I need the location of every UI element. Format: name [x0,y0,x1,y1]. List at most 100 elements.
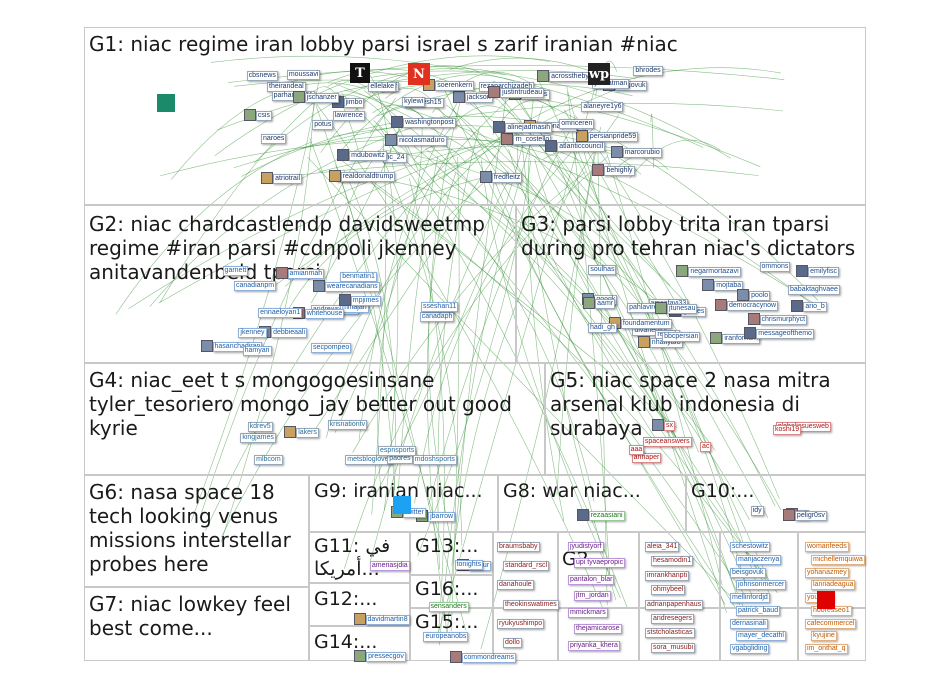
node-label[interactable]: jackson [464,93,493,104]
node-label[interactable]: secpompeo [311,343,352,354]
node-label[interactable]: aaa [628,445,645,456]
node-label[interactable]: jimbo [343,98,365,109]
node-label[interactable]: imrankhanpti [645,570,690,581]
node-label[interactable]: espnsports [378,446,417,457]
node-label[interactable]: pantalon_blar [568,574,615,585]
node-label[interactable]: omriceren [559,119,595,130]
node-label[interactable]: justintrudeau [500,87,545,98]
node-label[interactable]: marijaczenya [736,554,782,565]
node-label[interactable]: ohmybeel [651,585,686,596]
node-label[interactable]: jschanzer [304,93,339,104]
node-label[interactable]: schestowitz [730,542,771,552]
node-label[interactable]: negarmortazavi [688,267,741,278]
node-label[interactable]: cbsnews [246,71,278,82]
node-label[interactable]: realdonaldtrump [340,171,396,182]
node-label[interactable]: behighly [604,165,635,176]
node-label[interactable]: standard_rscl [503,561,550,572]
node-label[interactable]: metsbloglover [345,454,393,465]
node-label[interactable]: europeanobs [423,632,469,643]
node-label[interactable]: jkenney [238,327,267,338]
node-label[interactable]: garnett [222,266,249,277]
node-label[interactable]: sora_musubi [651,642,696,653]
node-label[interactable]: democracynow [726,300,779,311]
node-label[interactable]: ac [700,441,712,452]
node-label[interactable]: whitehouse [304,308,345,319]
node-label[interactable]: acrosstheby [549,72,591,83]
node-label[interactable]: im_onthat_q [805,644,848,655]
node-label[interactable]: lanriadeagua [811,580,856,591]
node-label[interactable]: lawrence [332,110,365,121]
node-label[interactable]: ryukyushimpo [497,618,545,629]
node-label[interactable]: mdoshsports [412,454,457,465]
node-label[interactable]: tonights [454,560,484,571]
node-label[interactable]: kdrev5 [247,421,273,432]
node-label[interactable]: marcorubio [622,147,662,158]
node-label[interactable]: csis [255,111,272,122]
node-label[interactable]: babaktaghvaee [788,284,840,295]
node-label[interactable]: hamyari [242,345,272,356]
node-label[interactable]: nicolasmaduro [397,136,447,147]
node-label[interactable]: rezaasiani [588,511,625,522]
node-label[interactable]: kylewi [402,97,426,108]
node-label[interactable]: cafecommercel [805,618,857,629]
node-label[interactable]: ststcholasticas [645,628,695,639]
node-label[interactable]: ommons [759,261,791,272]
node-label[interactable]: atlanticcouncil [557,142,606,153]
node-label[interactable]: womanfeeds [805,542,849,552]
node-label[interactable]: michellemquiwa [811,554,865,565]
node-label[interactable]: aamr [595,299,616,310]
node-label[interactable]: priyanka_khera [568,640,620,651]
node-label[interactable]: beisgovuk [730,567,766,578]
node-label[interactable]: ellelake [368,82,397,93]
node-label[interactable]: nc_24 [383,152,407,163]
node-label[interactable]: atriotrail [273,173,303,184]
node-label[interactable]: jyudistyorf [568,542,604,552]
node-label[interactable]: emilyfisc [808,266,839,277]
node-label[interactable]: mayer_decathl [736,631,786,642]
node-label[interactable]: lakers [296,428,319,439]
node-label[interactable]: alaneyre1y6 [581,101,624,112]
node-label[interactable]: pressecgov [366,652,406,663]
node-label[interactable]: kyujine [811,631,837,642]
node-label[interactable]: ameriasjdia [369,561,410,572]
node-label[interactable]: theokinswatimes [503,599,559,610]
node-label[interactable]: spaceanswers [642,437,692,448]
node-label[interactable]: wearecanadians [324,281,380,292]
node-label[interactable]: sx [664,421,675,432]
node-label[interactable]: foundamentum [620,319,672,330]
node-label[interactable]: vgabgliding [730,644,770,655]
node-label[interactable]: annaper [631,452,662,463]
node-label[interactable]: jtm_jordan [574,591,611,602]
node-label[interactable]: koshi19 [773,424,802,435]
node-label[interactable]: mlbcom [254,454,283,465]
node-label[interactable]: moussavi [286,69,321,80]
node-label[interactable]: peligr0sv [794,510,827,521]
node-label[interactable]: johnsonmercer [736,580,787,591]
node-label[interactable]: upi tyvaepropic [574,558,626,569]
node-label[interactable]: amianmah [287,268,325,279]
node-label[interactable]: debbieaali [271,328,308,339]
node-label[interactable]: mmickmars [568,607,608,618]
node-label[interactable]: andresegers [651,613,694,624]
node-label[interactable]: patrick_baud [736,605,781,616]
node-label[interactable]: bhrodes [633,65,663,76]
node-label[interactable]: ennaeloyan1 [258,308,303,319]
node-label[interactable]: benmatin1 [340,271,377,282]
node-label[interactable]: thejamicarose [574,624,622,635]
node-label[interactable]: yohanazmey [805,567,849,578]
node-label[interactable]: alinejadmasih [505,123,553,134]
node-label[interactable]: washingtonpost [403,117,456,128]
node-label[interactable]: idy [750,505,764,516]
node-label[interactable]: sensanders [428,602,469,613]
node-label[interactable]: commondreams [461,653,517,664]
node-label[interactable]: dernasinali [730,618,768,629]
node-label[interactable]: kingjames [240,433,276,444]
node-label[interactable]: chrismurphyct [759,315,808,326]
node-label[interactable]: fredfleitz [491,172,523,183]
node-label[interactable]: adrianpapenhaus [645,599,704,610]
node-label[interactable]: messageofthemo [756,328,814,339]
node-label[interactable]: persianpride59 [587,131,639,142]
node-label[interactable]: mojtaba [714,281,744,292]
node-label[interactable]: potus [312,119,334,130]
node-label[interactable]: sseshan11 [421,302,459,312]
